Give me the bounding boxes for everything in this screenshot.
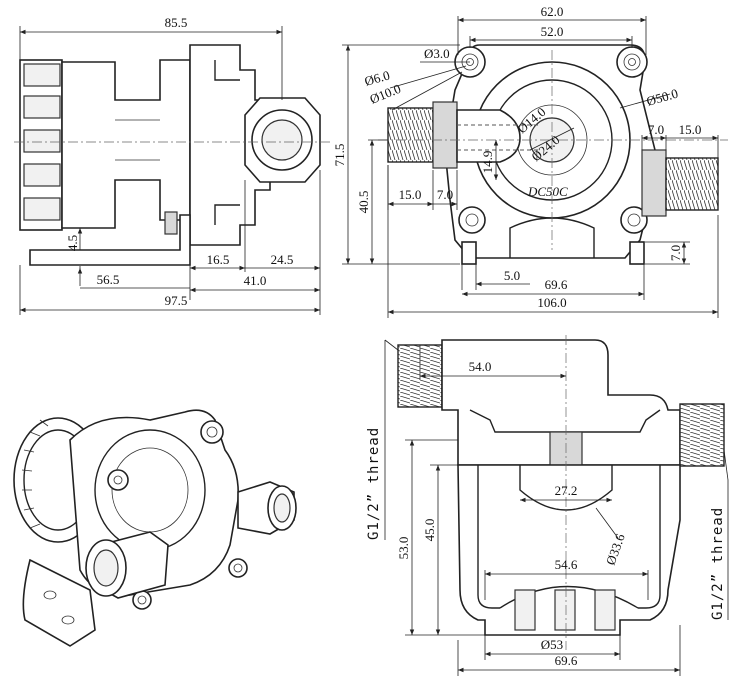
- front-view: DC50C 62.0 52.0 Ø3.0 Ø6.0 Ø10.0 Ø50.0 Ø1…: [332, 4, 728, 318]
- side-outlet-port: [244, 97, 321, 183]
- dim-5-0: 5.0: [504, 268, 520, 283]
- dim-40-5: 40.5: [356, 191, 371, 214]
- mount-ear-top-right: [616, 46, 648, 78]
- mounting-bracket: [29, 214, 191, 266]
- dim-56-5: 56.5: [97, 272, 120, 287]
- dim-27-2: 27.2: [555, 483, 578, 498]
- iso-bracket: [22, 558, 96, 647]
- dim-45-0: 45.0: [422, 519, 437, 542]
- side-view: 85.5 4.5 56.5 16.5 24.5 41.0 97.5: [14, 15, 330, 315]
- left-inlet-port: [387, 101, 540, 169]
- dim-15-0-left: 15.0: [399, 187, 422, 202]
- top-lower-housing: [457, 464, 681, 636]
- dim-69-6: 69.6: [545, 277, 568, 292]
- dim-7-0-right: 7.0: [648, 122, 664, 137]
- dim-62-0: 62.0: [541, 4, 564, 19]
- top-view: 54.0 27.2 Ø33.6 45.0 53.0 54.6 Ø53 69.6: [366, 335, 729, 676]
- top-right-threaded-port: [679, 403, 725, 467]
- dim-85-5: 85.5: [165, 15, 188, 30]
- dim-4-5: 4.5: [65, 235, 80, 251]
- dim-7-0-left: 7.0: [437, 187, 453, 202]
- dim-24-5: 24.5: [271, 252, 294, 267]
- dim-97-5: 97.5: [165, 293, 188, 308]
- dim-7-0-foot: 7.0: [668, 245, 683, 261]
- logo-text: DC50C: [527, 184, 568, 199]
- thread-label-right: G1/2” thread: [710, 507, 726, 620]
- dim-16-5: 16.5: [207, 252, 230, 267]
- dim-dia-6-0: Ø6.0: [363, 67, 392, 88]
- iso-outlet-port: [237, 481, 297, 535]
- mount-ear-bottom-right: [620, 206, 648, 234]
- motor-fins: [19, 59, 63, 231]
- mount-ear-bottom-left: [458, 206, 486, 234]
- dim-41-0: 41.0: [244, 273, 267, 288]
- foot-right: [629, 241, 645, 265]
- dim-106-0: 106.0: [537, 295, 566, 310]
- dim-53-0: 53.0: [396, 537, 411, 560]
- foot-left: [461, 241, 477, 265]
- dim-15-0-right: 15.0: [679, 122, 702, 137]
- dim-71-5: 71.5: [332, 144, 347, 167]
- right-outlet-port: [641, 149, 719, 217]
- dim-dia-50-0: Ø50.0: [645, 86, 680, 109]
- pump-head: [189, 44, 271, 246]
- dim-54-0: 54.0: [469, 359, 492, 374]
- dim-52-0: 52.0: [541, 24, 564, 39]
- isometric-view: [13, 409, 297, 647]
- iso-inlet-port: [85, 531, 169, 599]
- thread-label-left: G1/2” thread: [366, 427, 382, 540]
- dim-69-6-top: 69.6: [555, 653, 578, 668]
- dim-54-6: 54.6: [555, 557, 578, 572]
- dim-dia-3-0: Ø3.0: [424, 46, 450, 61]
- dim-14-9: 14.9: [480, 151, 495, 174]
- motor-body: [61, 59, 191, 229]
- dim-dia-53: Ø53: [541, 637, 563, 652]
